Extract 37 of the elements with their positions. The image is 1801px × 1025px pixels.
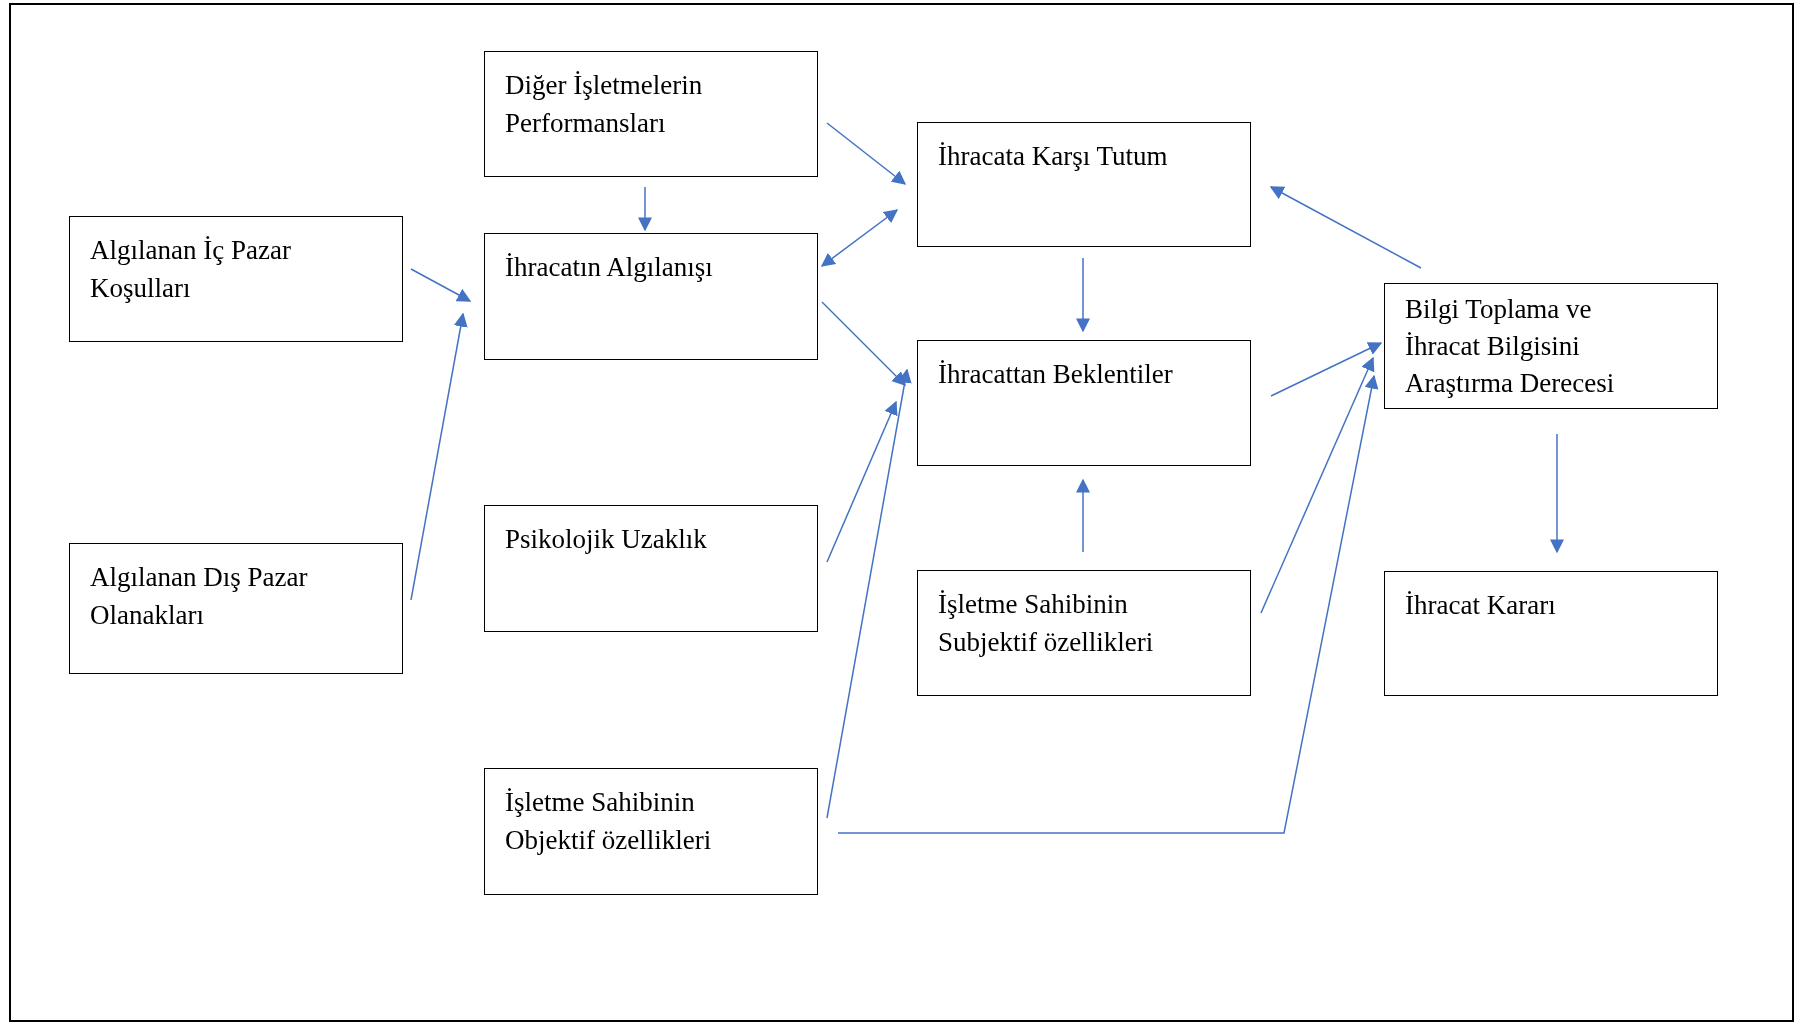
process-box bbox=[917, 340, 1251, 466]
process-box bbox=[917, 570, 1251, 696]
arrow bbox=[821, 301, 906, 386]
arrow bbox=[820, 209, 899, 267]
arrow bbox=[1550, 433, 1564, 554]
process-box bbox=[484, 233, 818, 360]
box-text: Algılanan Dış Pazar Olanakları bbox=[90, 561, 309, 632]
arrow bbox=[410, 268, 472, 302]
box-text: İhracata Karşı Tutum bbox=[938, 140, 1169, 173]
box-text: Psikolojik Uzaklık bbox=[505, 523, 708, 556]
arrow bbox=[1270, 342, 1383, 397]
box-text: Bilgi Toplama ve İhracat Bilgisini Araştırma Derecesi bbox=[1405, 293, 1616, 400]
arrow bbox=[1269, 186, 1422, 269]
box-text: İşletme Sahibinin Objektif özellikleri bbox=[505, 786, 713, 857]
arrow bbox=[826, 368, 912, 819]
arrow bbox=[1076, 257, 1090, 333]
arrow bbox=[1076, 478, 1090, 553]
box-text: İhracattan Beklentiler bbox=[938, 358, 1174, 391]
process-box bbox=[1384, 571, 1718, 696]
process-box bbox=[69, 543, 403, 674]
arrow bbox=[410, 312, 468, 601]
box-text: İhracat Kararı bbox=[1405, 589, 1557, 622]
process-box bbox=[484, 51, 818, 177]
process-box bbox=[69, 216, 403, 342]
box-text: Diğer İşletmelerin Performansları bbox=[505, 69, 704, 140]
process-box bbox=[484, 505, 818, 632]
box-text: İhracatın Algılanışı bbox=[505, 251, 714, 284]
process-box bbox=[1384, 283, 1718, 409]
process-box bbox=[484, 768, 818, 895]
arrow bbox=[638, 186, 652, 232]
box-text: Algılanan İç Pazar Koşulları bbox=[90, 234, 292, 305]
arrow bbox=[826, 122, 907, 185]
arrow bbox=[1260, 356, 1375, 614]
box-text: İşletme Sahibinin Subjektif özellikleri bbox=[938, 588, 1155, 659]
arrow bbox=[837, 374, 1379, 834]
process-box bbox=[917, 122, 1251, 247]
arrow bbox=[826, 400, 898, 563]
